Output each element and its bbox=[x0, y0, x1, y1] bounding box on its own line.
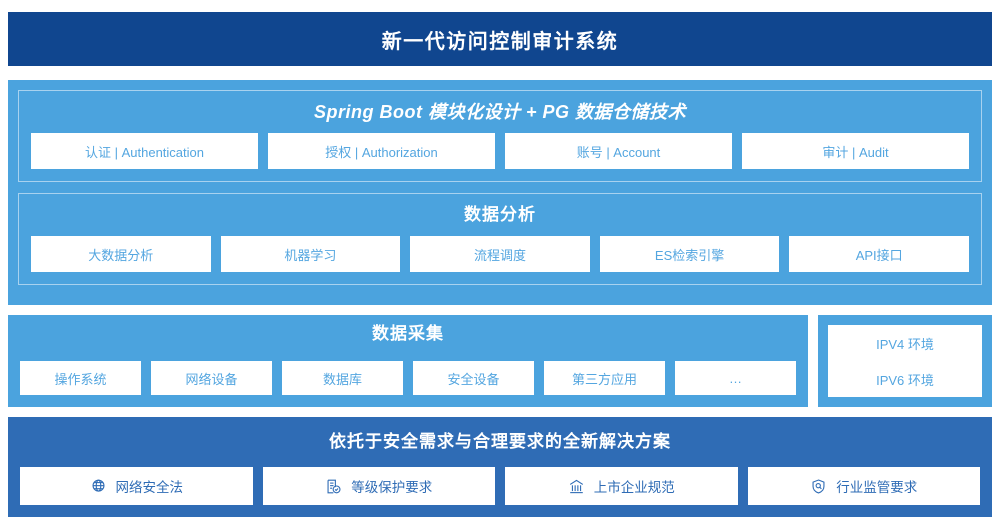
card-cybersecurity-law[interactable]: 网络安全法 bbox=[20, 467, 253, 505]
compliance-heading: 依托于安全需求与合理要求的全新解决方案 bbox=[329, 432, 671, 451]
compliance-card-row: 网络安全法 等级保护要求 bbox=[20, 467, 980, 505]
compliance-section: 依托于安全需求与合理要求的全新解决方案 网络安全法 bbox=[8, 417, 992, 517]
card-label: 等级保护要求 bbox=[351, 480, 433, 495]
card-label: IPV6 环境 bbox=[876, 372, 934, 388]
card-label: ES检索引擎 bbox=[654, 247, 725, 263]
card-listed-enterprise-standard[interactable]: 上市企业规范 bbox=[505, 467, 738, 505]
data-analysis-card-row: 大数据分析 机器学习 流程调度 ES检索引擎 API接口 bbox=[31, 236, 969, 272]
data-collection-section: 数据采集 操作系统 网络设备 数据库 安全设备 第三方应用 … bbox=[8, 315, 808, 407]
bank-icon bbox=[568, 478, 585, 495]
card-es-search-engine[interactable]: ES检索引擎 bbox=[599, 236, 780, 272]
card-database[interactable]: 数据库 bbox=[282, 361, 403, 395]
page-title-bar: 新一代访问控制审计系统 bbox=[8, 12, 992, 66]
card-label: 网络设备 bbox=[185, 371, 238, 387]
card-label: 流程调度 bbox=[473, 247, 526, 263]
springboot-heading: Spring Boot 模块化设计 + PG 数据仓储技术 bbox=[313, 102, 686, 122]
globe-icon bbox=[90, 478, 107, 495]
platform-section: Spring Boot 模块化设计 + PG 数据仓储技术 认证 | Authe… bbox=[8, 80, 992, 305]
data-collection-heading: 数据采集 bbox=[372, 324, 444, 343]
card-label: … bbox=[729, 370, 742, 386]
card-label: 数据库 bbox=[322, 371, 362, 387]
card-security-device[interactable]: 安全设备 bbox=[413, 361, 534, 395]
card-label: 行业监管要求 bbox=[836, 480, 918, 495]
card-big-data-analysis[interactable]: 大数据分析 bbox=[31, 236, 211, 272]
springboot-card-row: 认证 | Authentication 授权 | Authorization 账… bbox=[31, 133, 969, 169]
card-ipv4-environment[interactable]: IPV4 环境 bbox=[828, 325, 982, 361]
data-collection-panel: 数据采集 操作系统 网络设备 数据库 安全设备 第三方应用 … bbox=[8, 315, 808, 407]
card-label: API接口 bbox=[855, 247, 903, 263]
card-label: 大数据分析 bbox=[88, 247, 154, 263]
card-authorization[interactable]: 授权 | Authorization bbox=[268, 133, 495, 169]
compliance-panel: 依托于安全需求与合理要求的全新解决方案 网络安全法 bbox=[18, 427, 982, 507]
card-label: 授权 | Authorization bbox=[325, 144, 438, 160]
card-classified-protection[interactable]: 等级保护要求 bbox=[262, 467, 495, 505]
card-label: 第三方应用 bbox=[571, 371, 637, 387]
card-label: 机器学习 bbox=[284, 247, 337, 263]
card-label: 审计 | Audit bbox=[822, 144, 889, 160]
card-authentication[interactable]: 认证 | Authentication bbox=[31, 133, 258, 169]
card-label: 操作系统 bbox=[54, 371, 107, 387]
card-more[interactable]: … bbox=[675, 361, 796, 395]
card-label: IPV4 环境 bbox=[876, 336, 934, 352]
card-industry-regulation[interactable]: 行业监管要求 bbox=[747, 467, 980, 505]
card-api-interface[interactable]: API接口 bbox=[789, 236, 969, 272]
card-ipv6-environment[interactable]: IPV6 环境 bbox=[828, 361, 982, 397]
card-label: 安全设备 bbox=[447, 371, 500, 387]
card-process-scheduling[interactable]: 流程调度 bbox=[410, 236, 590, 272]
card-operating-system[interactable]: 操作系统 bbox=[20, 361, 141, 395]
card-label: 认证 | Authentication bbox=[85, 144, 204, 160]
card-label: 账号 | Account bbox=[576, 144, 661, 160]
springboot-panel: Spring Boot 模块化设计 + PG 数据仓储技术 认证 | Authe… bbox=[18, 90, 982, 182]
page-title: 新一代访问控制审计系统 bbox=[381, 30, 619, 53]
card-audit[interactable]: 审计 | Audit bbox=[742, 133, 969, 169]
ip-environment-section: IPV4 环境 IPV6 环境 bbox=[818, 315, 992, 407]
card-label: 网络安全法 bbox=[115, 480, 184, 495]
data-analysis-panel: 数据分析 大数据分析 机器学习 流程调度 ES检索引擎 API接口 bbox=[18, 193, 982, 285]
card-account[interactable]: 账号 | Account bbox=[505, 133, 732, 169]
data-collection-card-row: 操作系统 网络设备 数据库 安全设备 第三方应用 … bbox=[20, 361, 796, 395]
document-check-icon bbox=[325, 478, 342, 495]
data-analysis-heading: 数据分析 bbox=[464, 205, 536, 224]
card-machine-learning[interactable]: 机器学习 bbox=[220, 236, 401, 272]
card-third-party-app[interactable]: 第三方应用 bbox=[544, 361, 665, 395]
card-label: 上市企业规范 bbox=[593, 480, 675, 495]
shield-search-icon bbox=[810, 478, 827, 495]
card-network-device[interactable]: 网络设备 bbox=[151, 361, 272, 395]
